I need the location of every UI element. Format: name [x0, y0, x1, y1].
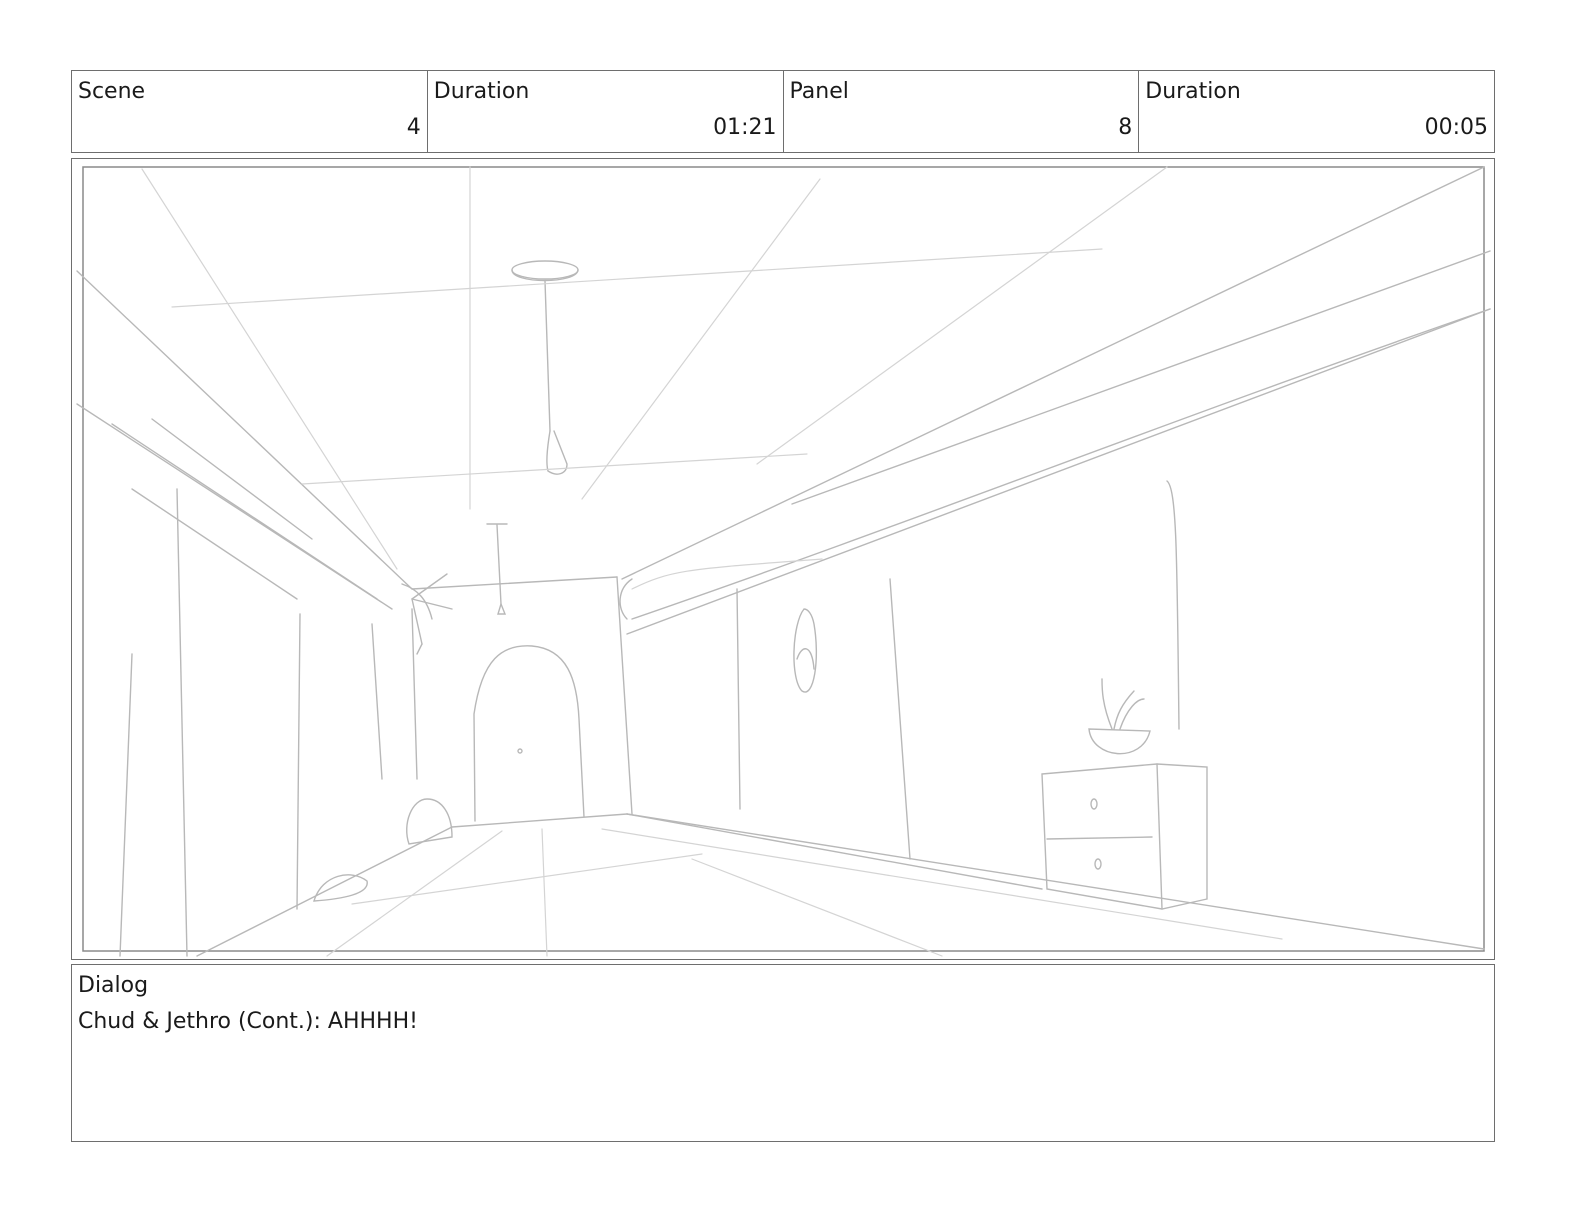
scene-cell: Scene 4: [72, 71, 428, 152]
scene-duration-cell: Duration 01:21: [428, 71, 784, 152]
dialog-label: Dialog: [78, 973, 149, 998]
panel-duration-value: 00:05: [1424, 115, 1488, 140]
scene-value: 4: [406, 115, 421, 140]
panel-duration-label: Duration: [1145, 79, 1241, 104]
storyboard-panel: [71, 158, 1495, 960]
panel-value: 8: [1118, 115, 1133, 140]
panel-label: Panel: [789, 79, 849, 104]
dialog-box: Dialog Chud & Jethro (Cont.): AHHHH!: [71, 964, 1495, 1142]
dialog-text: Chud & Jethro (Cont.): AHHHH!: [78, 1009, 418, 1034]
scene-duration-value: 01:21: [713, 115, 777, 140]
panel-cell: Panel 8: [784, 71, 1140, 152]
scene-duration-label: Duration: [433, 79, 530, 104]
hallway-sketch: [76, 166, 1491, 957]
storyboard-header: Scene 4 Duration 01:21 Panel 8 Duration …: [71, 70, 1495, 153]
scene-label: Scene: [78, 79, 146, 104]
panel-duration-cell: Duration 00:05: [1139, 71, 1494, 152]
